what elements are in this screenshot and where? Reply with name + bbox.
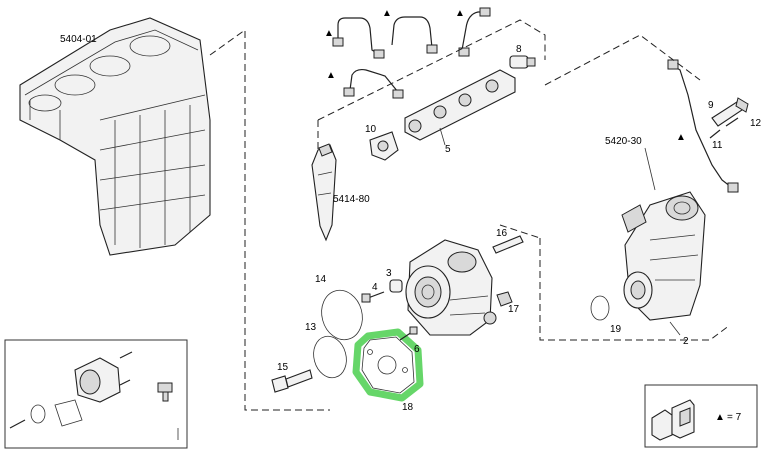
legend-text: = 7 (727, 412, 742, 423)
label-14: 14 (315, 274, 327, 285)
label-5404-01: 5404-01 (60, 34, 97, 45)
label-5414-80: 5414-80 (333, 194, 370, 205)
bolt-15: 15 (271, 362, 313, 393)
injector: 5414-80 (311, 143, 370, 242)
leader-engine (209, 29, 330, 411)
fuel-rail: 5 (404, 69, 516, 155)
label-9: 9 (708, 100, 714, 111)
engine-block: 5404-01 (19, 17, 211, 256)
svg-text:▲: ▲ (382, 8, 392, 19)
label-12: 12 (750, 118, 762, 129)
pressure-sensor: 8 (509, 44, 536, 69)
label-18: 18 (402, 402, 414, 413)
label-4: 4 (372, 282, 378, 293)
svg-text:▲: ▲ (326, 70, 336, 81)
label-16: 16 (496, 228, 508, 239)
label-13: 13 (305, 322, 317, 333)
screw-6: 6 (399, 326, 420, 355)
o-ring-14 (321, 289, 363, 341)
legend-symbol: ▲ (715, 412, 725, 423)
label-3: 3 (386, 268, 392, 279)
pump-assembly: 5420-30 2 (605, 136, 706, 347)
legend-box: ▲ = 7 (644, 384, 758, 448)
pressure-valve: 10 (365, 124, 399, 161)
o-ring-13 (313, 335, 347, 379)
label-8: 8 (516, 44, 522, 55)
o-ring-19 (590, 295, 610, 321)
svg-text:▲: ▲ (455, 8, 465, 19)
leader-rail (317, 19, 546, 121)
label-19: 19 (610, 324, 622, 335)
gasket-18-highlighted[interactable] (352, 328, 424, 402)
fuel-lines: ▲ ▲ ▲ ▲ (324, 7, 491, 99)
inset-overview (4, 339, 188, 449)
label-6: 6 (414, 344, 420, 355)
nut-17: 17 (496, 291, 520, 315)
screw-4: 4 (361, 282, 385, 303)
high-pressure-pipe: ▲ (667, 59, 739, 193)
label-15: 15 (277, 362, 289, 373)
label-17: 17 (508, 304, 520, 315)
pin-16: 16 (492, 228, 524, 254)
central-pump (405, 239, 497, 336)
svg-text:▲: ▲ (676, 132, 686, 143)
label-10: 10 (365, 124, 377, 135)
bracket: 9 11 12 (708, 97, 762, 151)
svg-text:▲: ▲ (324, 28, 334, 39)
label-5: 5 (445, 144, 451, 155)
label-2: 2 (683, 336, 689, 347)
label-5420-30: 5420-30 (605, 136, 642, 147)
label-11: 11 (712, 140, 723, 151)
sleeve-3: 3 (386, 268, 403, 293)
